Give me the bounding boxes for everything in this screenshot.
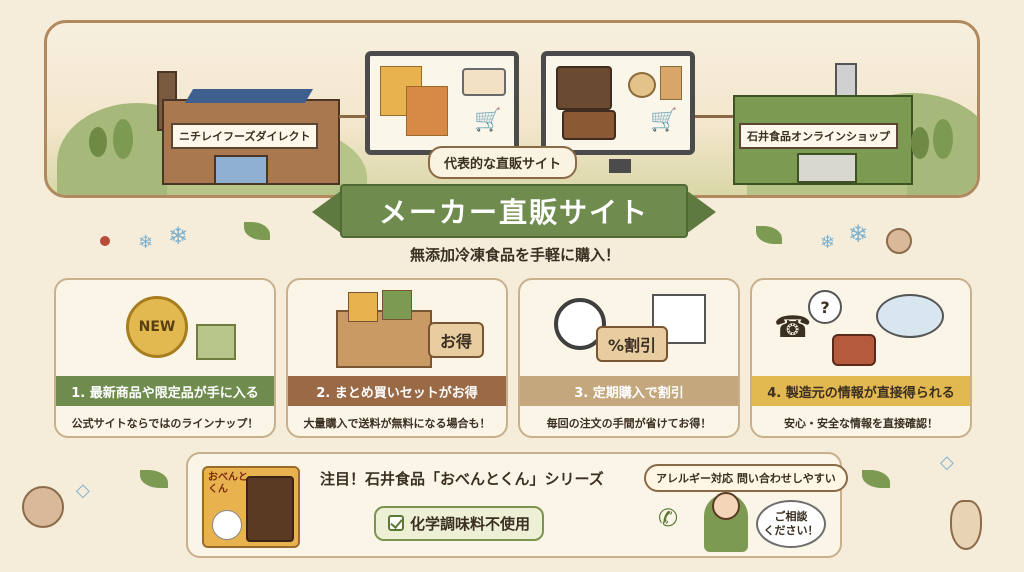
bento-box [556,66,612,110]
cloud-factory-icon [876,294,944,338]
new-badge: NEW [126,296,188,358]
calendar-icon [652,294,706,344]
card-illustration: ? ☎ [752,280,970,376]
turnip-icon [886,228,912,254]
card-heading: 3. 定期購入で割引 [520,376,738,406]
snowflake-icon: ❄ [848,220,869,248]
monitor-right: 🛒 [541,51,695,155]
cart-icon: 🛒 [474,108,502,133]
product-pack [660,66,682,100]
rice-ball [212,510,242,540]
feature-card-4: ? ☎ 4. 製造元の情報が直接得られる 安心・安全な情報を直接確認！ [750,278,972,438]
card-heading: 4. 製造元の情報が直接得られる [752,376,970,406]
left-factory-label: ニチレイフーズダイレクト [171,123,319,149]
tree-icon [933,119,953,159]
monitor-left: 🛒 [365,51,519,155]
speech-bubble: ご相談 ください！ [756,500,826,548]
snowflake-icon: ❄ [138,232,154,253]
avatar-face [712,492,740,520]
promo-badge-label: 化学調味料不使用 [410,515,531,533]
monitor-stand [609,159,631,173]
card-heading: 2. まとめ買いセットがお得 [288,376,506,406]
right-factory-label: 石井食品オンラインショップ [739,123,898,149]
telephone-icon [832,334,876,366]
card-description: 公式サイトならではのラインナップ！ [71,417,259,430]
tree-icon [89,127,107,157]
laurel-icon [140,470,168,488]
card-description: 安心・安全な情報を直接確認！ [784,417,938,430]
gift-icon [196,324,236,360]
bubble-text: ご相談 ください！ [763,510,819,537]
bento-contents [246,476,294,542]
card-description: 大量購入で送料が無料になる場合も！ [303,417,491,430]
product-pack [382,290,412,320]
caption-pill: 代表的な直販サイト [428,146,578,179]
leaf-icon [756,226,782,244]
factory-door [214,155,268,185]
feature-card-1: NEW 1. 最新商品や限定品が手に入る 公式サイトならではのラインナップ！ [54,278,276,438]
deal-tag: お得 [428,322,485,358]
ice-cube-icon: ◇ [76,480,90,501]
product-pack [406,86,448,136]
operator-avatar [704,492,748,552]
ice-cube-icon: ◇ [940,452,954,473]
ribbon-tail-left [312,190,342,234]
card-heading: 1. 最新商品や限定品が手に入る [56,376,274,406]
phone-icon: ✆ [658,504,679,532]
feature-card-2: お得 2. まとめ買いセットがお得 大量購入で送料が無料になる場合も！ [286,278,508,438]
subtitle: 無添加冷凍食品を手軽に購入！ [409,246,620,264]
connector [695,115,737,118]
snowflake-icon: ❄ [820,232,836,253]
package-label: おべんとくん [208,472,248,495]
discount-tag: %割引 [596,326,669,362]
product-pack [348,292,378,322]
ribbon-tail-right [686,190,716,234]
leaf-icon [244,222,270,240]
factory-door [797,153,857,183]
connector [339,115,367,118]
card-description: 毎回の注文の手間が省けてお得！ [546,417,712,430]
bento-package: おべんとくん [202,466,300,548]
promo-title: 注目！石井食品「おべんとくん」シリーズ [320,470,604,488]
card-illustration: %割引 [520,280,738,376]
bowl [628,72,656,98]
laurel-icon [862,470,890,488]
tree-icon [911,127,929,159]
radish-icon [950,500,982,550]
promo-banner: おべんとくん 注目！石井食品「おべんとくん」シリーズ 化学調味料不使用 アレルギ… [186,452,848,558]
promo-badge: 化学調味料不使用 [374,506,545,541]
phone-icon: ☎ [774,310,812,345]
card-illustration: お得 [288,280,506,376]
cart-icon: 🛒 [650,108,678,133]
bento-box [562,110,616,140]
checkbox-icon [388,515,404,531]
snowflake-icon: ❄ [168,222,189,250]
turnip-icon [22,486,64,528]
question-icon: ? [808,290,842,324]
tree-icon [113,119,133,159]
support-tags: アレルギー対応 問い合わせしやすい [644,464,848,492]
main-title: メーカー直販サイト [340,184,688,238]
frozen-tray [462,68,506,96]
berry-icon [100,236,110,246]
feature-card-3: %割引 3. 定期購入で割引 毎回の注文の手間が省けてお得！ [518,278,740,438]
card-illustration: NEW [56,280,274,376]
solar-roof [184,89,314,103]
